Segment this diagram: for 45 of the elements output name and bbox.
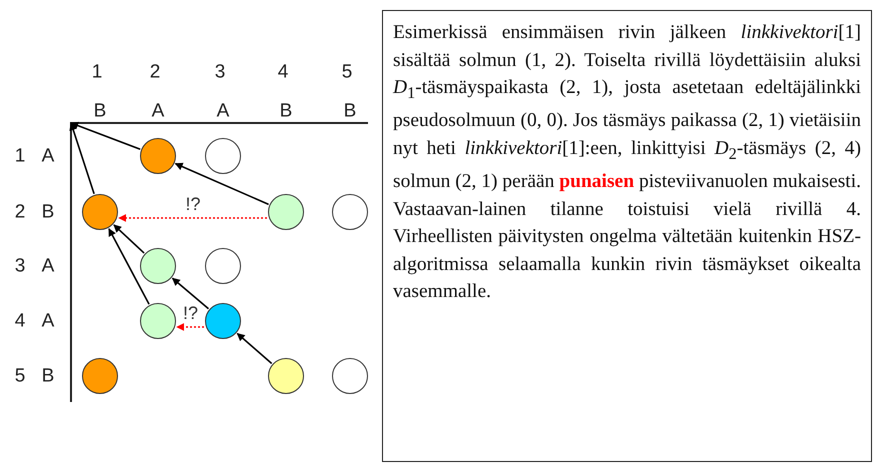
edge-label: !? xyxy=(184,195,202,213)
column-label: 3 xyxy=(214,62,226,82)
arrow xyxy=(236,332,272,364)
row-label: 5 xyxy=(14,366,26,386)
arrow xyxy=(174,162,269,206)
row-label: B xyxy=(42,366,54,386)
circle-node xyxy=(82,358,118,394)
edge-label: !? xyxy=(182,304,199,322)
column-label: A xyxy=(216,102,230,120)
column-label: 4 xyxy=(278,62,288,82)
column-label: B xyxy=(94,102,106,120)
circle-node xyxy=(268,194,304,230)
circle-node xyxy=(82,194,118,230)
arrow xyxy=(118,214,267,222)
arrow xyxy=(69,122,95,194)
row-label: 4 xyxy=(14,312,26,330)
row-label: B xyxy=(42,202,54,222)
circle-node xyxy=(268,358,304,394)
row-label: A xyxy=(42,146,54,166)
arrow xyxy=(108,228,150,305)
circle-node xyxy=(140,248,176,284)
circle-node xyxy=(332,358,368,394)
column-label: 5 xyxy=(342,62,352,82)
column-label: 2 xyxy=(150,62,160,82)
column-label: A xyxy=(152,102,164,120)
row-label: 2 xyxy=(14,202,26,222)
row-label: A xyxy=(42,256,54,276)
description-paragraph: Esimerkissä ensimmäisen rivin jälkeen linkkivektori[1] sisältää solmun (1, 2). Toiselta rivillä löydettäisiin aluksi D$_{1}$-täsmäyspaikasta (2, 1), josta asetetaan edeltäjälinkki pseudosolmuun (0, 0). Jos täsmäys paikassa (2, 1) vietäisiin nyt heti linkkivektori[1]:een, linkittyisi D$_{2}$-täsmäys (2, 4) solmun (2, 1) perään punaisen pisteviivanuolen mukaisesti. Vastaavan-lainen tilanne toistuisi vielä rivillä 4. Virheellisten päivitysten ongelma vältetään kuitenkin HSZ-algoritmissa selaamalla kunkin rivin täsmäykset oikealta vasemmalle. xyxy=(393,21,861,304)
row-label: 1 xyxy=(14,146,26,166)
column-label: 1 xyxy=(92,62,102,82)
circle-node xyxy=(140,303,176,339)
row-label: 3 xyxy=(14,256,26,276)
circle-node xyxy=(205,138,241,174)
column-label: B xyxy=(280,102,292,120)
column-label: B xyxy=(344,102,356,120)
arrow xyxy=(113,224,145,254)
circle-node xyxy=(140,138,176,174)
circle-node xyxy=(205,303,241,339)
arrow xyxy=(70,122,141,150)
circle-node xyxy=(205,248,241,284)
text-panel xyxy=(382,10,872,462)
arrow xyxy=(176,323,204,331)
arrow xyxy=(172,278,210,310)
row-label: A xyxy=(42,312,54,330)
circle-node xyxy=(332,194,368,230)
